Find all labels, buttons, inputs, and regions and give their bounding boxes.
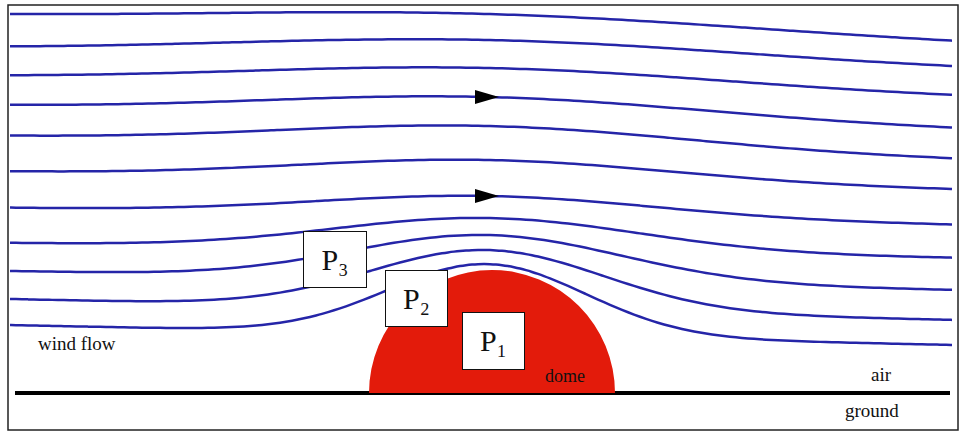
streamline: [10, 218, 952, 258]
frame: [8, 5, 958, 430]
label-holder: air: [871, 365, 891, 385]
region-label: wind flow: [38, 333, 116, 354]
region-label: ground: [845, 400, 899, 421]
streamline: [10, 125, 952, 158]
label-holder: wind flow: [38, 334, 116, 354]
pressure-box: P₃: [303, 231, 367, 288]
pressure-box: P₂: [385, 270, 448, 327]
streamline: [10, 160, 952, 189]
flow-arrowhead: [475, 189, 499, 203]
pressure-label: P₂: [403, 284, 430, 314]
streamline: [10, 12, 952, 40]
dome-fill: [369, 270, 615, 393]
pressure-box: P₁: [462, 312, 525, 370]
region-label: air: [871, 364, 891, 385]
label-holder: ground: [845, 401, 899, 421]
flow-arrowhead: [475, 90, 499, 104]
shape-label: dome: [545, 366, 585, 386]
streamline: [10, 67, 952, 94]
streamline: [10, 39, 952, 66]
pressure-label: P₁: [480, 326, 507, 356]
pressure-label: P₃: [321, 245, 348, 275]
